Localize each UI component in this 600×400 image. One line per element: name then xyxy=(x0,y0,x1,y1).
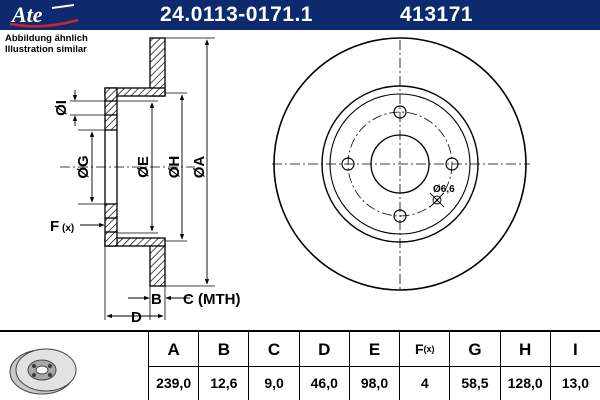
friction-ring-section-bottom xyxy=(149,243,166,287)
column-header-c: C xyxy=(248,332,299,367)
bolt-hole-left xyxy=(341,157,355,171)
hub-face-upper xyxy=(104,87,118,131)
illustration-note: Abbildung ähnlich Illustration similar xyxy=(5,33,88,55)
hole-callout xyxy=(429,192,445,208)
column-header-f: F(x) xyxy=(399,332,450,367)
label-d: D xyxy=(131,309,142,326)
label-b: B xyxy=(151,291,162,308)
part-number: 24.0113-0171.1 xyxy=(160,3,313,26)
dimension-lines xyxy=(72,39,210,319)
bolt-circle xyxy=(347,111,453,217)
extension-lines xyxy=(70,37,215,320)
column-value-g: 58,5 xyxy=(449,367,499,400)
note-english: Illustration similar xyxy=(5,44,87,55)
column-header-a: A xyxy=(148,332,199,367)
column-value-c: 9,0 xyxy=(248,367,298,400)
column-value-d: 46,0 xyxy=(298,367,349,400)
front-view xyxy=(273,37,527,291)
column-value-e: 98,0 xyxy=(348,367,399,400)
column-value-f: 4 xyxy=(399,367,449,400)
column-header-g: G xyxy=(449,332,500,367)
label-e: ØE xyxy=(135,156,152,178)
disc-outer-edge xyxy=(273,37,527,291)
label-f: F xyxy=(50,218,59,235)
column-value-a: 239,0 xyxy=(148,367,198,400)
hat-edge xyxy=(329,93,471,235)
label-a: ØA xyxy=(191,156,208,179)
center-bore xyxy=(370,134,430,194)
column-header-b: B xyxy=(198,332,249,367)
column-header-h: H xyxy=(499,332,550,367)
label-c: C (MTH) xyxy=(183,291,240,308)
label-g: ØG xyxy=(75,155,92,178)
column-value-h: 128,0 xyxy=(499,367,550,400)
column-header-e: E xyxy=(348,332,400,367)
brand-logo-text: Ate xyxy=(10,2,43,27)
friction-inner-edge xyxy=(321,85,479,243)
column-header-i: I xyxy=(549,332,600,367)
bolt-hole-right xyxy=(445,157,459,171)
column-value-b: 12,6 xyxy=(198,367,248,400)
dimension-labels: ØI ØG ØE ØH ØA F (x) B C (MTH) D xyxy=(50,100,240,326)
hole-diameter-label: Ø6,6 xyxy=(433,184,455,195)
label-i: ØI xyxy=(53,100,70,116)
technical-drawing: ØI ØG ØE ØH ØA F (x) B C (MTH) D xyxy=(50,37,530,326)
bolt-hole-top xyxy=(393,105,407,119)
hub-face-lower xyxy=(104,203,118,247)
column-header-d: D xyxy=(298,332,349,367)
brand-logo: Ate xyxy=(9,2,79,28)
note-german: Abbildung ähnlich xyxy=(5,33,88,44)
reference-number: 413171 xyxy=(400,3,474,26)
title-bar: Ate 24.0113-0171.1 413171 xyxy=(0,0,600,30)
cross-section-view xyxy=(104,37,166,287)
column-value-i: 13,0 xyxy=(549,367,600,400)
label-f-sub: (x) xyxy=(62,223,74,234)
bolt-hole-bottom xyxy=(393,209,407,223)
friction-ring-section-top xyxy=(149,37,166,97)
disc-thumbnail-icon xyxy=(9,348,77,395)
centerlines xyxy=(60,40,530,290)
label-h: ØH xyxy=(166,156,183,179)
